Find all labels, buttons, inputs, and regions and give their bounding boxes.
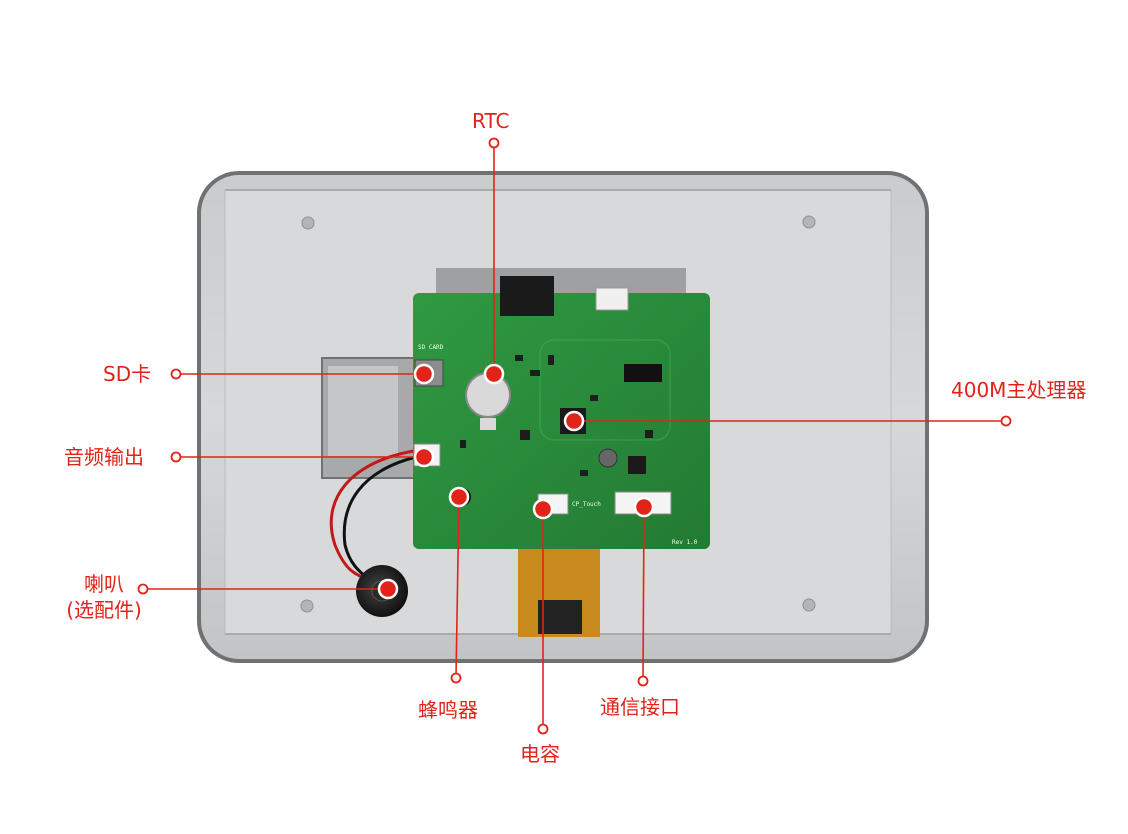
marker-comm — [633, 496, 655, 518]
marker-capacitor — [532, 498, 554, 520]
label-cpu: 400M主处理器 — [951, 378, 1087, 402]
marker-speaker — [377, 578, 399, 600]
label-comm-interface: 通信接口 — [600, 695, 680, 719]
speaker-wire-red — [329, 448, 421, 582]
pin-header — [500, 276, 554, 316]
label-buzzer: 蜂鸣器 — [418, 698, 478, 722]
label-speaker-line1: 喇叭 — [84, 572, 124, 596]
main-board: SD CARD CP_Touch Rev 1.0 — [413, 276, 710, 549]
callout-end-dots — [137, 137, 1012, 735]
label-sd-card: SD卡 — [103, 362, 152, 386]
label-audio-output: 音频输出 — [64, 445, 144, 469]
marker-audio — [413, 446, 435, 468]
label-capacitor: 电容 — [520, 742, 560, 766]
screw-top-right — [802, 215, 816, 229]
sd-silk: SD CARD — [418, 344, 444, 351]
rev-silk: Rev 1.0 — [672, 539, 698, 546]
screw-holes — [300, 215, 816, 613]
marker-sd — [413, 363, 435, 385]
label-speaker: 喇叭 (选配件) — [58, 571, 150, 623]
flash-chip — [624, 364, 662, 382]
screw-bottom-right — [802, 598, 816, 612]
marker-rtc — [483, 363, 505, 385]
callout-lines — [143, 143, 1006, 729]
label-speaker-line2: (选配件) — [66, 598, 142, 622]
screw-top-left — [301, 216, 315, 230]
label-rtc: RTC — [472, 109, 510, 133]
marker-cpu — [563, 410, 585, 432]
touch-silk: CP_Touch — [572, 501, 601, 508]
component-markers — [377, 363, 655, 600]
screw-bottom-left — [300, 599, 314, 613]
speaker-wire-black — [342, 454, 421, 584]
marker-buzzer — [448, 486, 470, 508]
